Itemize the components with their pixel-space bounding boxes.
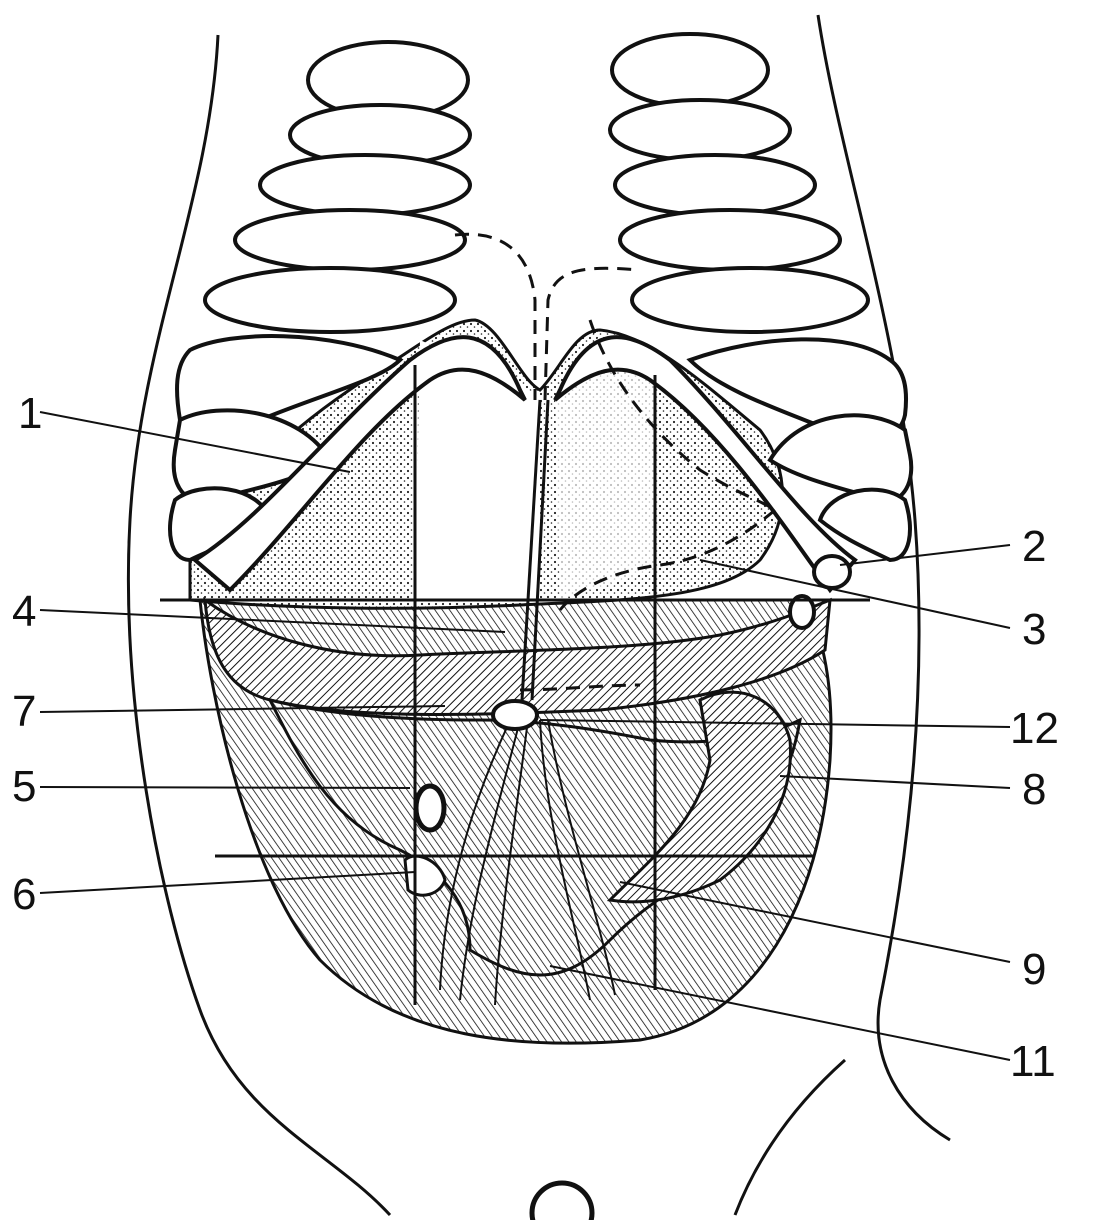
- pubic-ring: [532, 1183, 592, 1220]
- label-12: 12: [1010, 707, 1059, 751]
- label-6: 6: [12, 873, 36, 917]
- ileocecal-valve: [416, 786, 444, 830]
- label-4: 4: [12, 590, 36, 634]
- leader-5: [40, 787, 410, 788]
- label-5: 5: [12, 765, 36, 809]
- label-3: 3: [1022, 608, 1046, 652]
- umbilical-opening: [493, 701, 537, 729]
- label-7: 7: [12, 690, 36, 734]
- label-9: 9: [1022, 948, 1046, 992]
- label-8: 8: [1022, 768, 1046, 812]
- label-1: 1: [18, 392, 42, 436]
- label-2: 2: [1022, 525, 1046, 569]
- label-11: 11: [1010, 1040, 1056, 1084]
- groin-outline-right: [735, 1060, 845, 1215]
